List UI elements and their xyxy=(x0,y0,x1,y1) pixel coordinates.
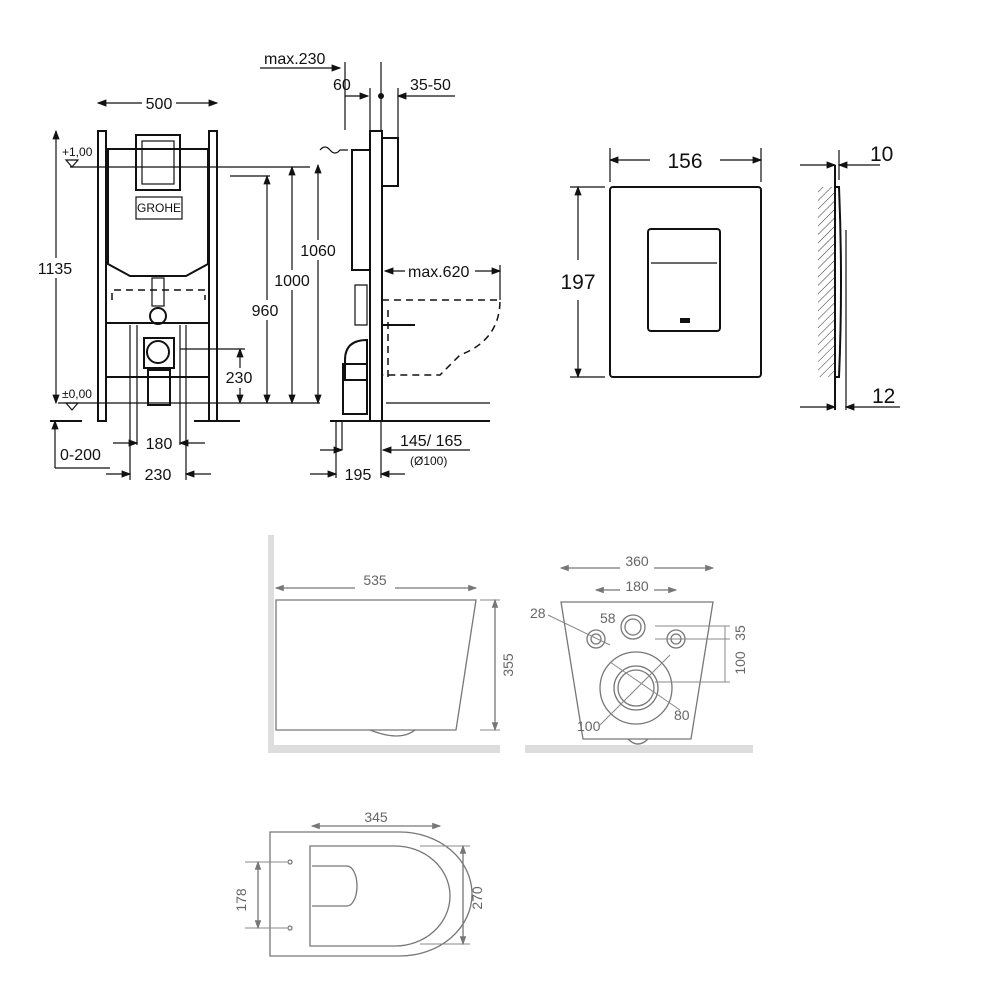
brand-label: GROHE xyxy=(137,201,181,215)
toilet-top-view: 345 178 270 xyxy=(233,809,485,957)
flush-valve-opening xyxy=(135,134,181,191)
top-bolt-spacing-178: 178 xyxy=(233,888,249,912)
dim-height-1135: 1135 xyxy=(38,261,73,278)
dim-100: 100 xyxy=(732,651,748,675)
toilet-back-view: 360 180 28 58 100 80 35 100 xyxy=(525,553,753,753)
plate-width-156: 156 xyxy=(667,150,702,173)
toilet-length-535: 535 xyxy=(363,572,387,588)
frame-side-dimensions: max.230 60 35-50 max.620 145/ 165 (Ø100)… xyxy=(260,51,502,484)
dim-diameter-100: (Ø100) xyxy=(410,454,447,468)
plate-depth-12: 12 xyxy=(872,385,895,408)
dim-60: 60 xyxy=(333,77,351,94)
inlet-dia-58: 58 xyxy=(600,610,616,626)
frame-side-view xyxy=(319,93,501,422)
bolt-spacing-180: 180 xyxy=(625,578,649,594)
toilet-height-355: 355 xyxy=(500,653,516,677)
dim-960: 960 xyxy=(252,303,279,320)
level-mark-top: +1,00 xyxy=(62,145,93,159)
plate-depth-10: 10 xyxy=(870,143,893,166)
flush-plate-side: 10 12 xyxy=(800,143,900,411)
toilet-width-360: 360 xyxy=(625,553,649,569)
dim-230-bottom: 230 xyxy=(145,467,172,484)
dim-35-50: 35-50 xyxy=(410,77,451,94)
bolt-hole-dia-28: 28 xyxy=(530,605,546,621)
dim-1000: 1000 xyxy=(274,273,310,290)
dim-145-165: 145/ 165 xyxy=(400,433,462,450)
frame-dimensions: 500 1135 +1,00 ±0,00 960 1000 1060 230 0… xyxy=(34,94,338,484)
dim-width-500: 500 xyxy=(146,96,173,113)
toilet-side-view: 535 355 xyxy=(268,535,516,753)
dim-35: 35 xyxy=(732,625,748,641)
flush-plate-front: 156 197 xyxy=(560,148,763,379)
dim-0-200: 0-200 xyxy=(60,447,101,464)
dim-195: 195 xyxy=(345,467,372,484)
dim-max-620: max.620 xyxy=(408,264,469,281)
level-mark-zero: ±0,00 xyxy=(62,387,92,401)
grohe-logo-plate xyxy=(135,196,183,220)
toilet-depth-345: 345 xyxy=(364,809,388,825)
outlet-dia-100: 100 xyxy=(577,718,601,734)
dim-max-230: max.230 xyxy=(264,51,325,68)
dim-1060: 1060 xyxy=(300,243,336,260)
frame-front-view: GROHE xyxy=(50,130,320,422)
outlet-dia-80: 80 xyxy=(674,707,690,723)
plate-height-197: 197 xyxy=(560,271,595,294)
dim-180-front: 180 xyxy=(146,436,173,453)
dim-230-height: 230 xyxy=(226,370,253,387)
toilet-top-width-270: 270 xyxy=(469,886,485,910)
